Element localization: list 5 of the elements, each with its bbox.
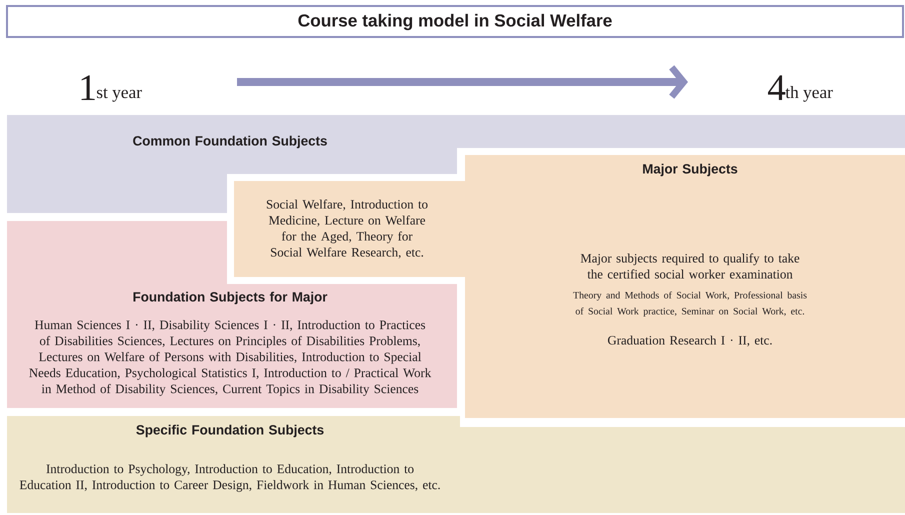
year-number: 4 [768, 75, 786, 100]
subject-band: Specific Foundation Subjects Introduction to Psychology, Introduction to Education, Introduction to Education II, Introduction to Career Design, Fieldwork in Human Sciences, etc. [7, 416, 905, 513]
subject-band: Major Subjects Major subjects required to qualify to take the certified social worker examination Theory and Methods of Social Work, Professional basis of Social Work practice, Seminar on Social Work, etc. Graduation Research I · II, etc. [465, 155, 905, 418]
title-box: Course taking model in Social Welfare [6, 5, 904, 38]
subject-box: Social Welfare, Introduction to Medicine, Lecture on Welfare for the Aged, Theory for Social Welfare Research, etc. [234, 181, 466, 277]
